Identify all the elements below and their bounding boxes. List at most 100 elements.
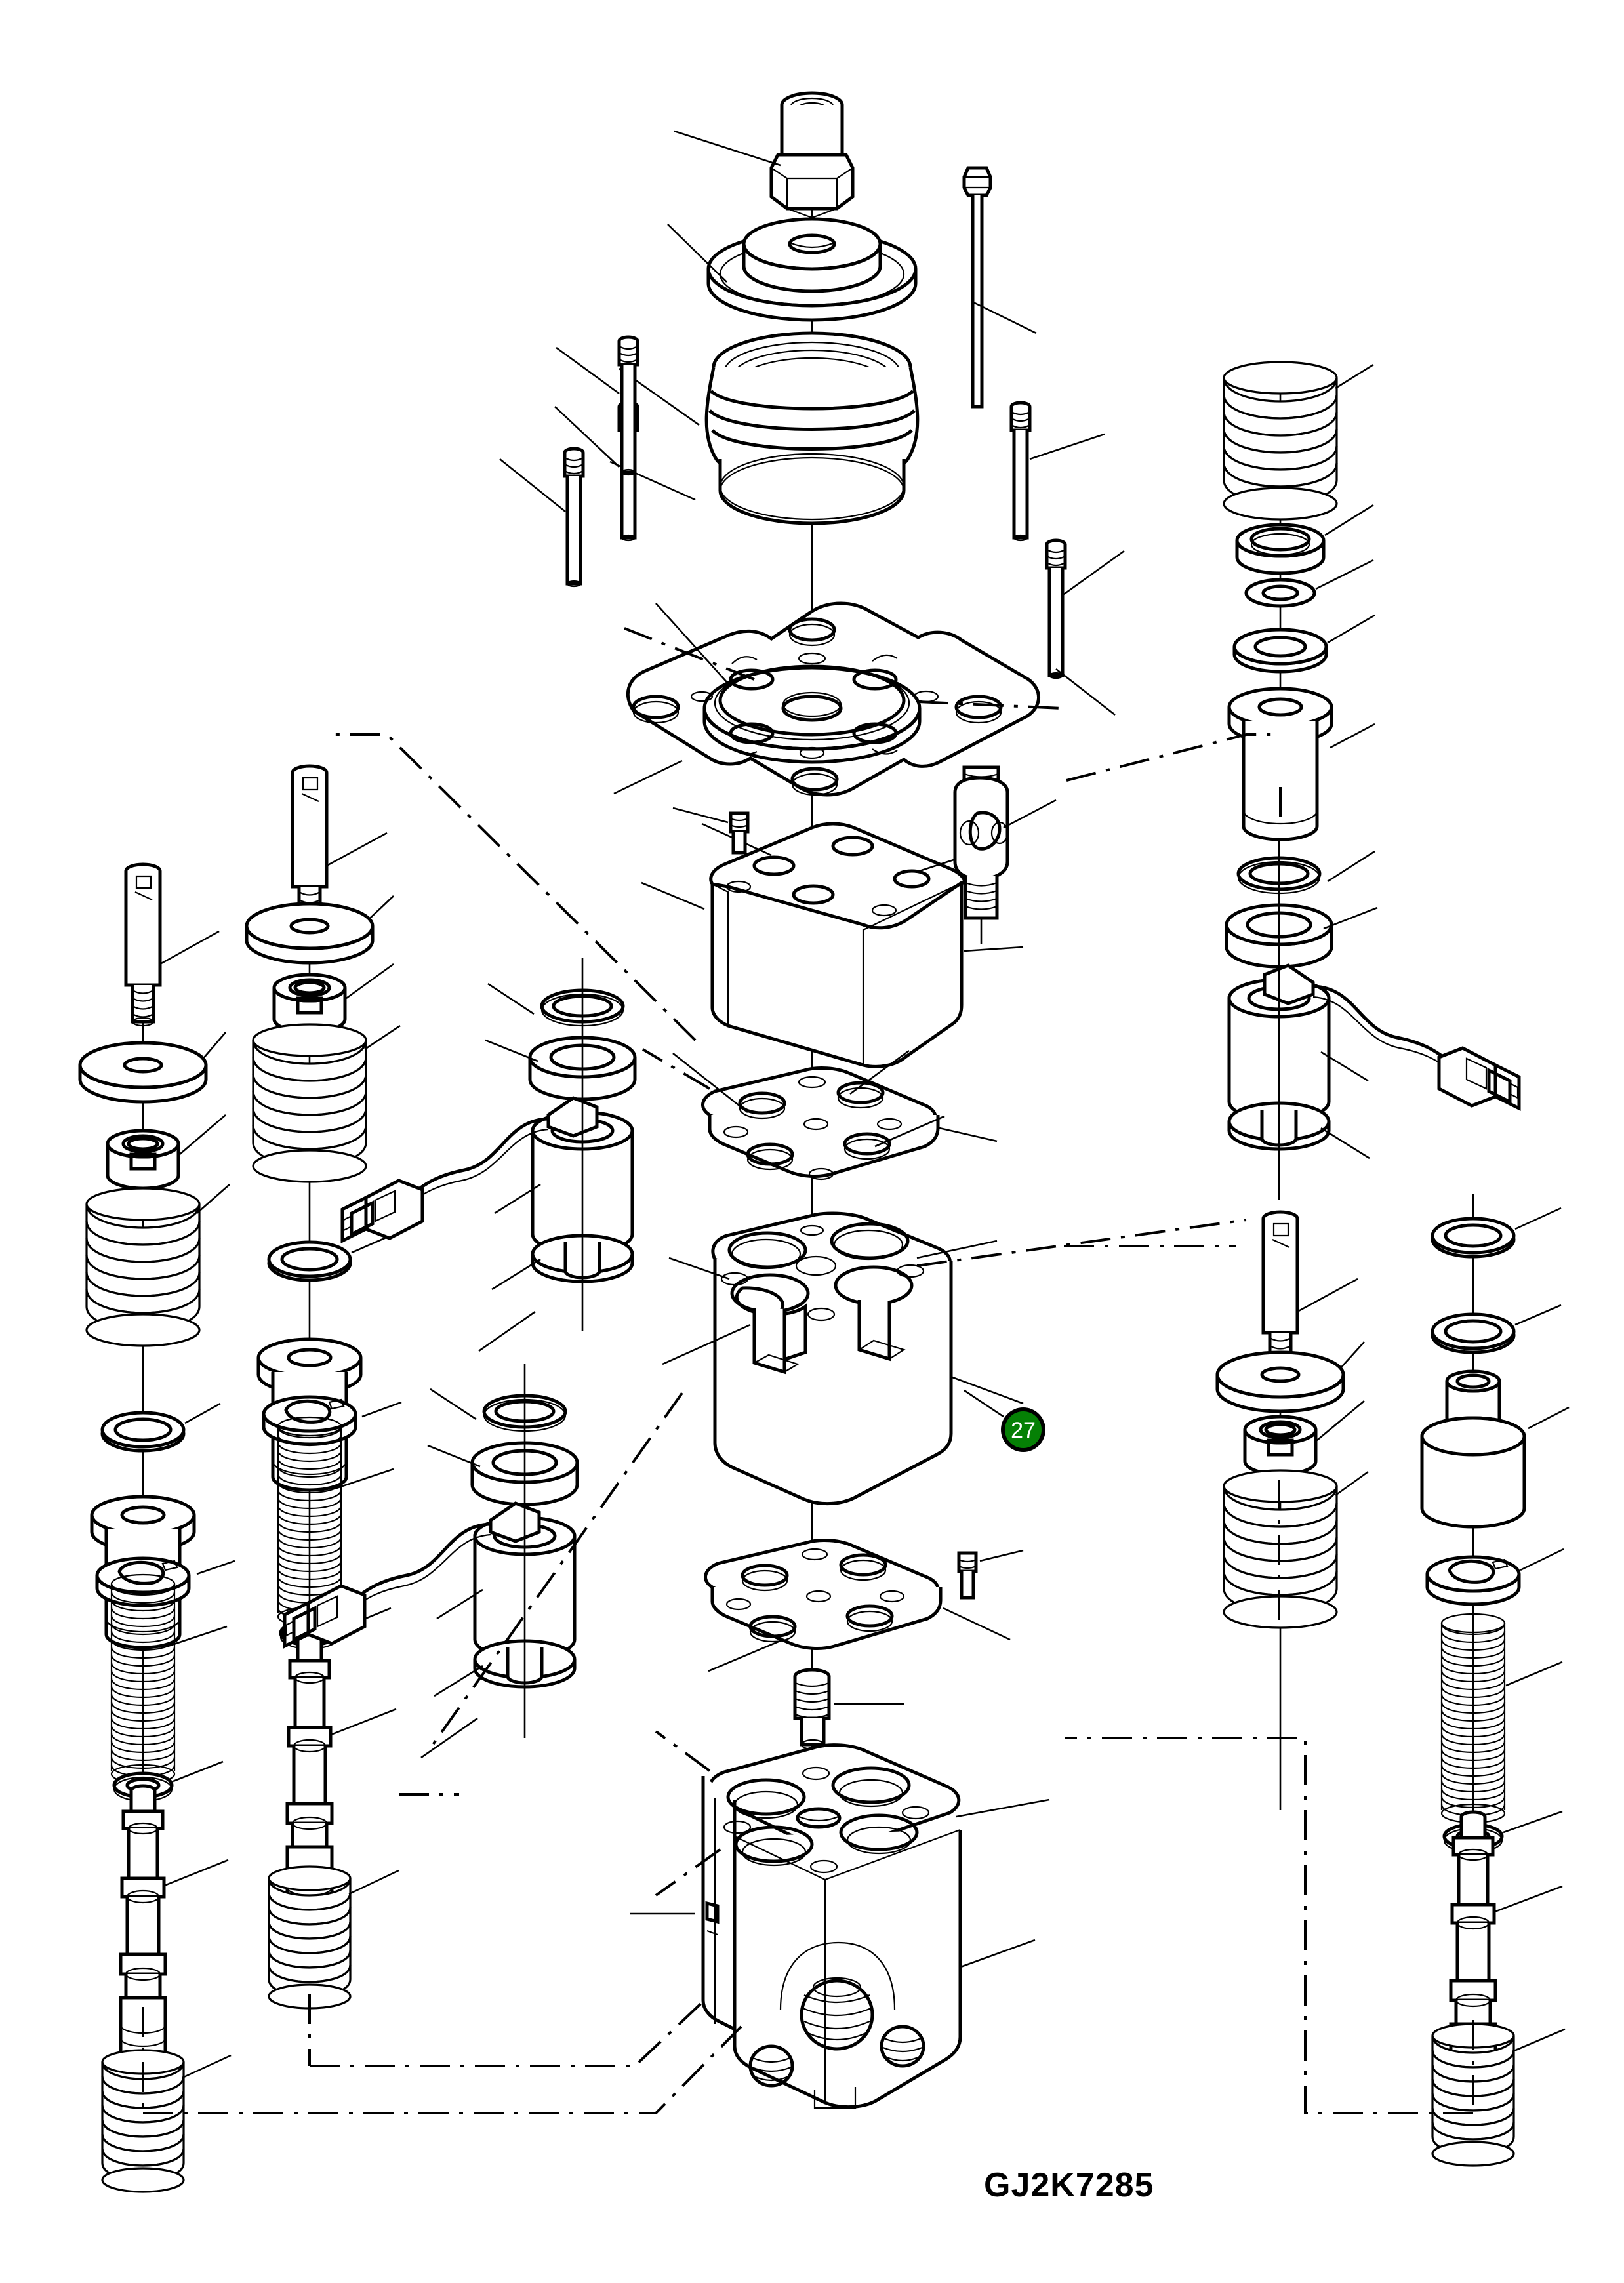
left-col2-coil-spring xyxy=(252,1023,367,1183)
leader-line xyxy=(964,946,1024,952)
left-col2-disc xyxy=(247,904,373,963)
right-col3-spacer-bushing xyxy=(1445,1369,1501,1430)
right-col3-plunger-sleeve xyxy=(1420,1416,1526,1529)
leader-line xyxy=(478,1310,536,1352)
right-col1-thick-washer xyxy=(1234,630,1326,672)
leader-line xyxy=(1029,433,1105,460)
leader-line xyxy=(613,759,683,795)
leader-line xyxy=(179,1114,226,1155)
right-col3-oring-top xyxy=(1432,1219,1514,1257)
leader-line xyxy=(916,1240,998,1259)
leader-line xyxy=(874,1115,945,1148)
threaded-plug xyxy=(793,1668,831,1750)
leader-line xyxy=(1327,614,1375,644)
left-col1-flat-washer xyxy=(80,1043,206,1102)
right-col1-coil-spring xyxy=(1223,361,1338,521)
leader-line xyxy=(1320,1051,1369,1082)
leader-line xyxy=(1528,1406,1570,1430)
right-col1-seal-retainer xyxy=(1235,523,1326,575)
leader-line xyxy=(1512,2028,1566,2053)
drawing-number: GJ2K7285 xyxy=(984,2166,1154,2204)
right-col3-retainer-cap xyxy=(1427,1557,1519,1604)
upper-valve-block xyxy=(709,822,966,1068)
leader-line xyxy=(655,603,727,683)
leader-line xyxy=(554,406,620,468)
leader-line xyxy=(430,1388,477,1421)
leader-line xyxy=(979,1549,1024,1562)
leader-line xyxy=(334,1468,394,1490)
leader-line xyxy=(668,1257,730,1280)
left-col1-guide-pin xyxy=(126,864,160,1026)
leader-line xyxy=(1330,723,1375,749)
assembly-center-lines xyxy=(142,733,1474,2114)
leader-line xyxy=(971,300,1037,334)
leader-line xyxy=(708,1638,784,1672)
leader-line xyxy=(201,1032,226,1061)
leader-line xyxy=(494,1183,541,1215)
leader-line xyxy=(1003,799,1057,829)
leader-line xyxy=(943,1607,1011,1641)
ribbed-bellows-boot xyxy=(704,331,920,525)
valve-manifold-body xyxy=(711,1211,953,1506)
leader-line xyxy=(1514,1207,1562,1230)
lower-gasket-plate xyxy=(704,1539,943,1650)
leader-line xyxy=(1492,1885,1563,1914)
leader-line xyxy=(662,1323,751,1365)
leader-line xyxy=(1320,1127,1370,1160)
leader-line xyxy=(196,1184,230,1214)
leader-line xyxy=(556,346,620,395)
leader-line xyxy=(427,1444,481,1468)
socket-screw-upper xyxy=(729,811,750,855)
leader-line xyxy=(436,1588,483,1620)
leader-line xyxy=(348,1869,399,1895)
leader-line xyxy=(952,1376,1024,1405)
leader-line xyxy=(1324,504,1374,536)
leader-line xyxy=(958,1939,1036,1969)
separator-gasket-plate xyxy=(701,1066,940,1181)
flange-cover-plate xyxy=(626,601,1040,797)
right-col3-oring-2 xyxy=(1432,1314,1514,1352)
leader-line xyxy=(1316,1400,1365,1441)
leader-line xyxy=(487,982,535,1015)
leader-line xyxy=(167,1625,228,1647)
leader-line xyxy=(173,1760,224,1783)
leader-line xyxy=(672,807,729,824)
left-col2-return-spring xyxy=(268,1865,352,2010)
leader-line xyxy=(1505,1661,1563,1687)
leader-line xyxy=(1335,1470,1369,1497)
leader-line xyxy=(1514,1304,1562,1326)
leader-line xyxy=(1520,1548,1564,1571)
base-housing-block xyxy=(701,1743,962,2109)
leader-line xyxy=(672,1052,748,1114)
leader-line xyxy=(1335,363,1374,390)
leader-line xyxy=(159,930,220,965)
leader-line xyxy=(326,832,388,867)
leader-line xyxy=(329,1708,397,1737)
leader-line xyxy=(956,1798,1050,1818)
callout-27[interactable]: 27 xyxy=(964,1389,1045,1452)
leader-line xyxy=(368,895,394,920)
leader-line xyxy=(361,1401,402,1418)
left-col2-oring xyxy=(269,1242,350,1280)
leader-line xyxy=(667,224,727,283)
socket-screw-lower xyxy=(957,1551,978,1600)
left-col1-spacer-collar xyxy=(108,1131,178,1188)
leader-line xyxy=(1063,550,1125,596)
leader-line xyxy=(420,1717,478,1759)
leader-line xyxy=(849,1049,910,1095)
leader-line xyxy=(939,1127,998,1142)
right-col2-collar xyxy=(1245,1417,1316,1474)
right-col1-thin-washer xyxy=(1246,580,1314,606)
cap-nut-fitting xyxy=(769,91,855,219)
leader-line xyxy=(364,1024,401,1051)
leader-line xyxy=(499,458,566,513)
leader-line xyxy=(1297,1278,1358,1313)
leader-line xyxy=(1055,668,1116,716)
hex-adapter-fitting xyxy=(953,765,1009,920)
leader-line xyxy=(434,1665,483,1697)
leader-line xyxy=(1315,559,1374,590)
callout-number: 27 xyxy=(1011,1418,1036,1443)
leader-line xyxy=(674,130,781,167)
leader-line xyxy=(184,1402,221,1424)
